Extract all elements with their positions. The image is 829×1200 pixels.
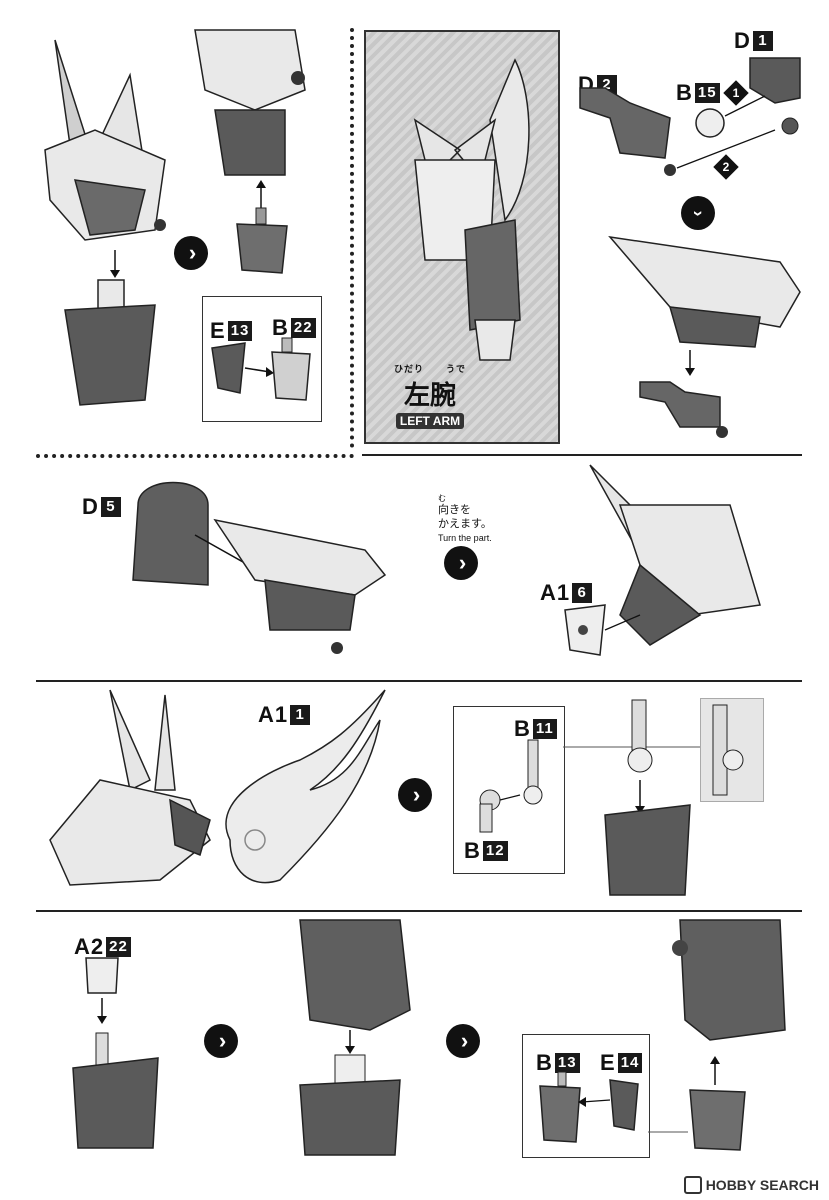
next-step-arrow-down: › — [681, 196, 715, 230]
hand-parts-illustration — [211, 337, 311, 401]
dotted-divider-horizontal — [36, 454, 354, 458]
next-step-arrow: › — [444, 546, 478, 580]
step-marker-1: 1 — [723, 80, 749, 106]
waist-assembly-illustration — [604, 699, 691, 896]
up-arrow — [256, 180, 266, 208]
waist-cap-illustration — [72, 957, 159, 1149]
arm-final-illustration — [672, 919, 786, 1151]
ruby-hidari: ひだり — [394, 364, 425, 374]
next-step-arrow: › — [398, 778, 432, 812]
divider-3 — [36, 910, 802, 912]
shoulder-armor-illustration — [608, 235, 801, 438]
watermark-logo-icon — [683, 1176, 702, 1194]
head-rear-illustration — [194, 29, 306, 176]
wing-fin-illustration — [225, 689, 386, 884]
left-arm-preview-illustration — [413, 58, 530, 361]
upper-arm-attach-illustration — [299, 919, 411, 1156]
turn-part-note: む 向きを かえます。 Turn the part. — [438, 494, 492, 543]
down-arrow — [110, 250, 120, 278]
step-marker-2: 2 — [713, 154, 739, 180]
small-part-a16-illustration — [564, 604, 641, 656]
shoulder-side-illustration — [49, 689, 211, 886]
shoulder-turned-illustration — [589, 464, 761, 646]
ruby-ude: うで — [445, 364, 466, 374]
shoulder-attach-illustration — [194, 518, 387, 654]
connector-line — [648, 1131, 688, 1133]
banner-title-en: LEFT ARM — [395, 413, 465, 429]
hand-assembled-illustration — [236, 207, 288, 274]
head-assembly-illustration — [44, 39, 166, 241]
shoulder-cap-illustration — [132, 481, 209, 586]
divider-2 — [36, 680, 802, 682]
next-step-arrow: › — [204, 1024, 238, 1058]
detail-inset-illustration — [712, 704, 744, 796]
next-step-arrow: › — [174, 236, 208, 270]
waist-joint-illustration — [479, 739, 543, 833]
body-torso-illustration — [64, 279, 156, 406]
banner-title-block: ひだり うで 左腕 LEFT ARM — [380, 362, 480, 430]
banner-title-ja: 左腕 — [403, 380, 456, 410]
watermark: HOBBY SEARCH — [683, 1176, 819, 1194]
final-hand-parts-illustration — [539, 1071, 639, 1143]
shoulder-parts-illustration — [579, 57, 801, 176]
dotted-divider-vertical — [350, 28, 354, 448]
divider-1 — [362, 454, 802, 456]
next-step-arrow: › — [446, 1024, 480, 1058]
